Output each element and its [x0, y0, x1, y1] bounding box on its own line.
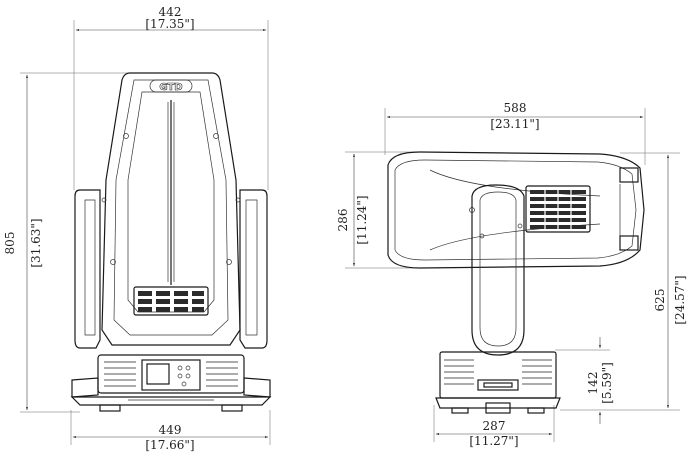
front-vent-grille — [133, 286, 209, 316]
side-length-inch: [23.11"] — [490, 117, 539, 131]
front-base — [70, 354, 272, 412]
front-yoke — [74, 189, 268, 349]
front-head: GTD — [101, 72, 241, 346]
side-base-height-dimension: 142 [5.59"] — [555, 337, 614, 424]
front-logo: GTD — [159, 82, 182, 93]
side-head-height-mm: 286 — [336, 209, 350, 232]
side-base-height-mm: 142 — [586, 372, 600, 395]
side-base-height-inch: [5.59"] — [600, 362, 614, 404]
side-total-height-dimension: 625 [24.57"] — [560, 152, 687, 411]
side-head — [387, 151, 645, 269]
side-base-width-mm: 287 — [483, 419, 506, 433]
side-head-height-inch: [11.24"] — [355, 195, 369, 244]
side-view: 588 [23.11"] 286 [11.24"] 625 [24.57"] 1… — [336, 101, 687, 448]
front-height-dimension: 805 [31.63"] — [3, 72, 135, 413]
front-top-width-inch: [17.35"] — [145, 17, 194, 31]
front-height-inch: [31.63"] — [29, 218, 43, 267]
side-length-dimension: 588 [23.11"] — [384, 101, 646, 165]
front-base-width-mm: 449 — [159, 423, 182, 437]
front-height-mm: 805 — [3, 232, 17, 255]
side-total-height-inch: [24.57"] — [673, 275, 687, 324]
side-base — [435, 351, 561, 414]
side-base-width-dimension: 287 [11.27"] — [433, 405, 555, 448]
front-base-width-dimension: 449 [17.66"] — [70, 410, 271, 452]
side-yoke-arm — [469, 184, 525, 356]
front-base-width-inch: [17.66"] — [145, 438, 194, 452]
front-top-width-dimension: 442 [17.35"] — [73, 5, 269, 190]
side-base-width-inch: [11.27"] — [469, 434, 518, 448]
front-top-width-mm: 442 — [159, 5, 182, 19]
side-head-height-dimension: 286 [11.24"] — [336, 151, 440, 269]
side-total-height-mm: 625 — [653, 289, 667, 312]
side-length-mm: 588 — [504, 101, 527, 115]
side-vent-grille — [525, 185, 591, 233]
front-view: 442 [17.35"] 805 [31.63"] 449 [17.66"] — [3, 5, 272, 452]
